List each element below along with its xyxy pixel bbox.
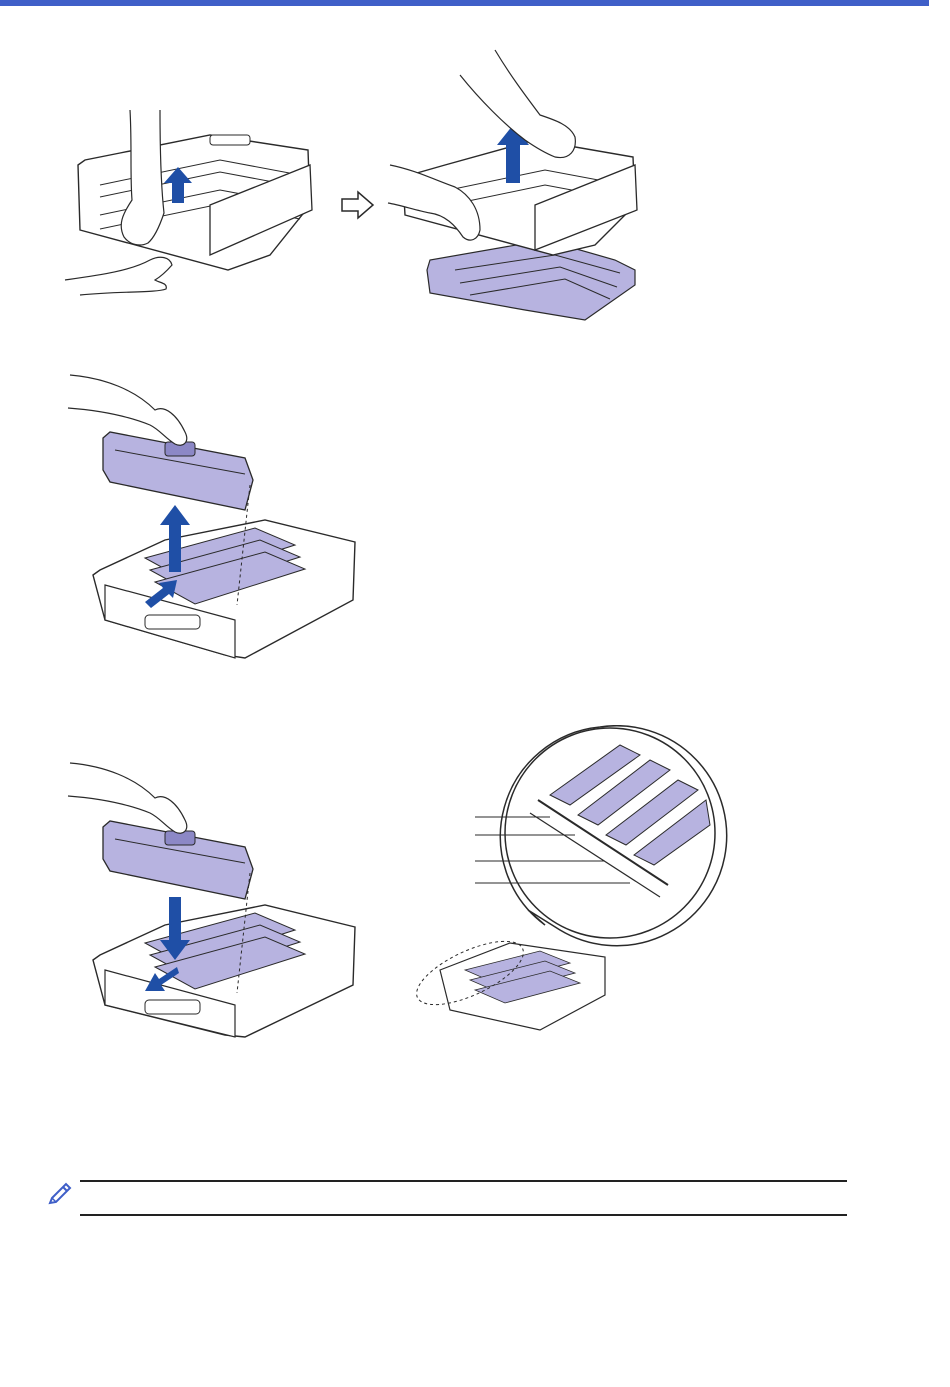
drum-contacts-detail-illustration <box>410 725 730 1045</box>
insert-drum-unit-illustration <box>65 755 365 1045</box>
remove-tray-hands-illustration <box>60 105 330 300</box>
lift-frame-illustration <box>385 45 645 325</box>
header-accent-bar <box>0 0 929 6</box>
note-top-rule <box>80 1180 847 1182</box>
note-bottom-rule <box>80 1214 847 1216</box>
lift-drum-unit-illustration <box>65 370 365 665</box>
pencil-note-icon <box>46 1178 74 1206</box>
next-step-arrow-icon <box>340 190 376 220</box>
